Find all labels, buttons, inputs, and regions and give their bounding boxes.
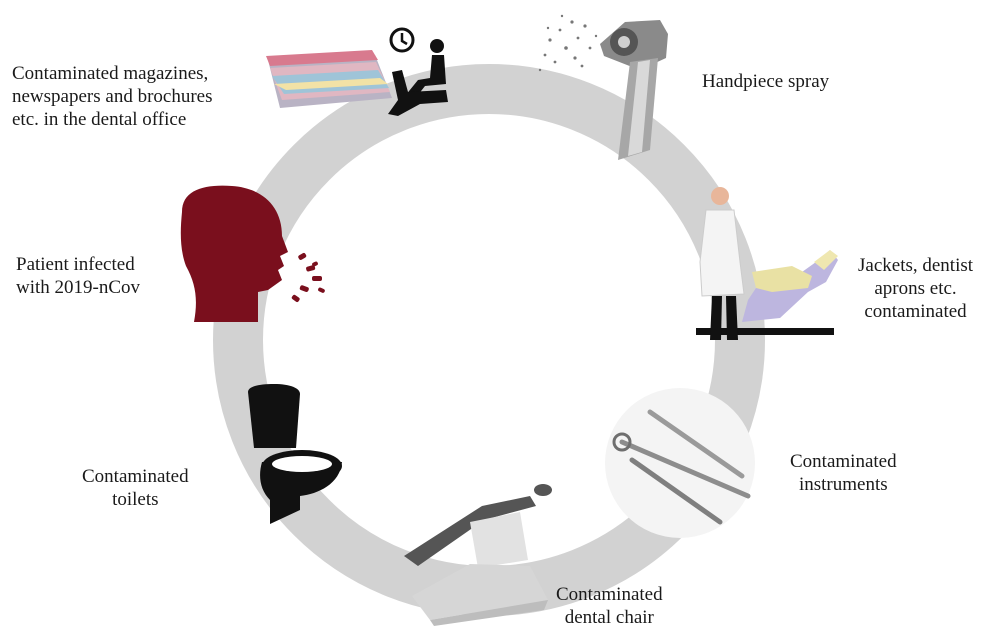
handpiece-spray-icon bbox=[538, 14, 668, 160]
toilets-label-line-1: Contaminated bbox=[82, 466, 189, 487]
dental-instruments-icon bbox=[605, 388, 755, 538]
jackets-label: Jackets, dentist aprons etc. contaminate… bbox=[858, 254, 973, 323]
jackets-label-line-3: contaminated bbox=[864, 301, 967, 322]
handpiece-label: Handpiece spray bbox=[702, 70, 829, 93]
dentist-jacket-icon bbox=[696, 187, 838, 340]
instruments-label-line-2: instruments bbox=[798, 474, 888, 495]
magazines-waiting-room-icon bbox=[266, 27, 448, 116]
chair-label-line-1: Contaminated bbox=[556, 584, 663, 605]
toilet-icon bbox=[248, 384, 342, 524]
toilets-label: Contaminated toilets bbox=[82, 465, 189, 511]
jackets-label-line-1: Jackets, dentist bbox=[858, 255, 974, 276]
magazines-label-line-3: etc. in the dental office bbox=[12, 109, 187, 130]
magazines-label-line-1: Contaminated magazines, bbox=[12, 63, 209, 84]
instruments-label: Contaminated instruments bbox=[790, 450, 897, 496]
infected-patient-head-icon bbox=[180, 185, 325, 322]
dental-chair-icon bbox=[404, 484, 552, 626]
patient-label: Patient infected with 2019-nCov bbox=[16, 253, 140, 299]
magazines-label: Contaminated magazines, newspapers and b… bbox=[12, 62, 212, 131]
jackets-label-line-2: aprons etc. bbox=[874, 278, 957, 299]
instruments-label-line-1: Contaminated bbox=[790, 451, 897, 472]
chair-label-line-2: dental chair bbox=[564, 607, 654, 628]
magazines-label-line-2: newspapers and brochures bbox=[12, 86, 213, 107]
patient-label-line-1: Patient infected bbox=[16, 254, 135, 275]
patient-label-line-2: with 2019-nCov bbox=[16, 277, 141, 298]
chair-label: Contaminated dental chair bbox=[556, 583, 663, 629]
toilets-label-line-2: toilets bbox=[112, 489, 159, 510]
handpiece-label-line-1: Handpiece spray bbox=[702, 71, 830, 92]
